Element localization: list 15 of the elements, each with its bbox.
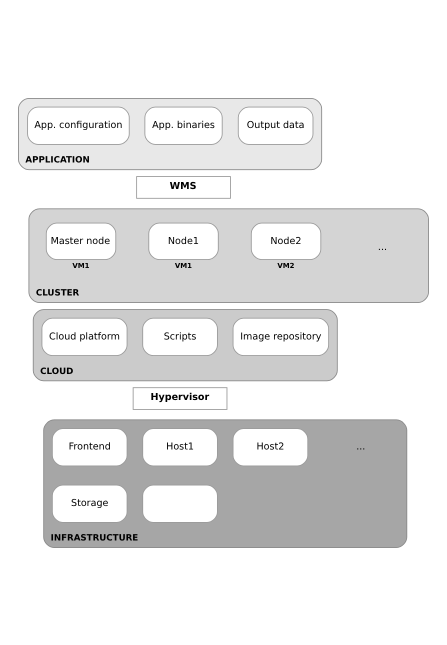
node-box: Host2 xyxy=(232,428,308,466)
node-box xyxy=(142,484,218,522)
node-box: Frontend xyxy=(52,428,128,466)
node-box: Host1 xyxy=(142,428,218,466)
node-box: Image repository xyxy=(232,317,330,356)
node-box: Output data xyxy=(238,106,314,144)
label: ... xyxy=(378,241,388,252)
node-box: App. configuration xyxy=(27,106,130,144)
node-box: Hypervisor xyxy=(132,386,228,410)
node-box: Scripts xyxy=(142,317,218,356)
node-box: Storage xyxy=(52,484,128,522)
node-box: App. binaries xyxy=(144,106,223,144)
node-box: WMS xyxy=(136,176,231,198)
node-box: Cloud platform xyxy=(42,317,128,356)
label: ... xyxy=(356,441,366,452)
